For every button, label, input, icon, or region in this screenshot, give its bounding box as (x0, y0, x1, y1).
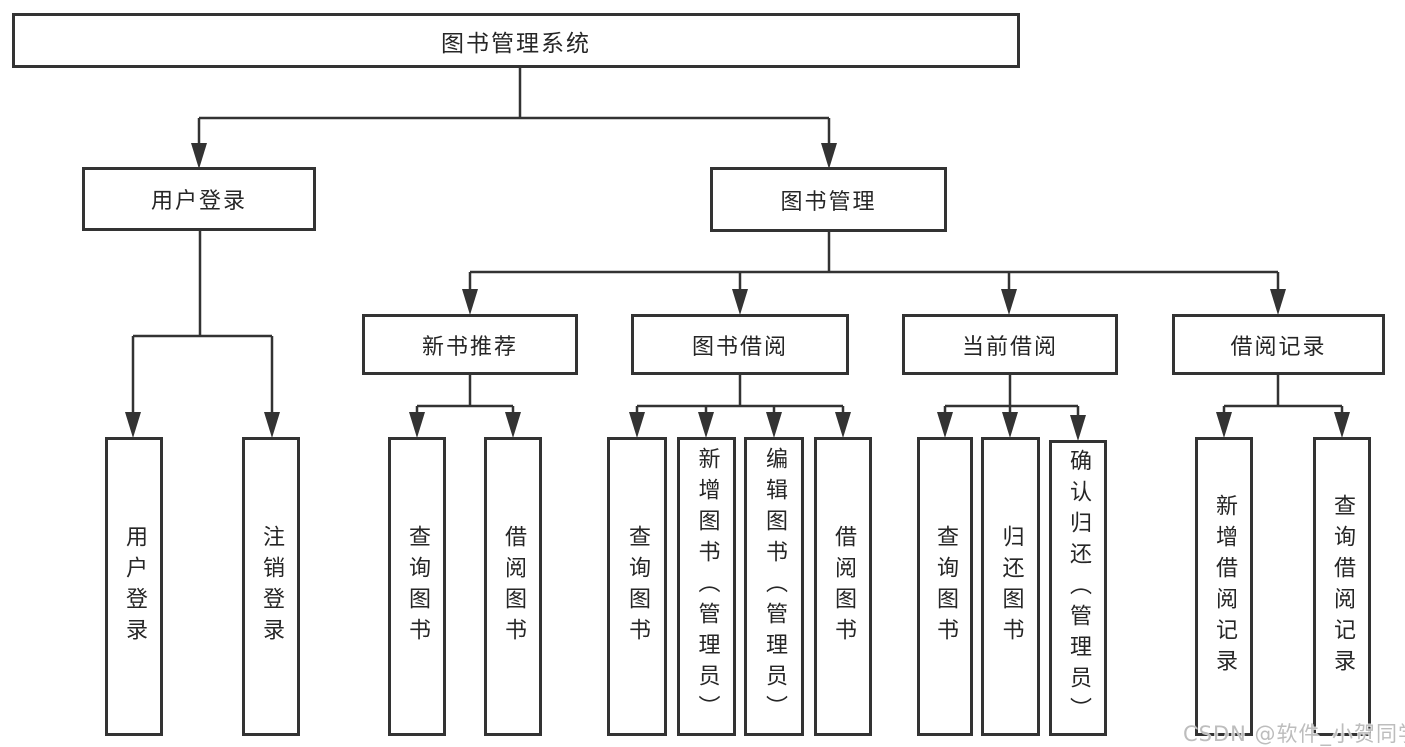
node-book-management-label: 图书管理 (780, 189, 877, 215)
leaf-borrow-book-recommend-label: 借阅图书 (501, 524, 526, 649)
leaf-query-book-current-label: 查询图书 (933, 524, 958, 649)
node-borrow-records: 借阅记录 (1172, 314, 1385, 375)
node-current-borrow-label: 当前借阅 (961, 334, 1058, 360)
node-new-book-recommend: 新书推荐 (362, 314, 578, 375)
leaf-return-book: 归还图书 (981, 437, 1040, 736)
leaf-return-book-label: 归还图书 (998, 524, 1024, 649)
leaf-query-book-current: 查询图书 (917, 437, 973, 736)
leaf-query-borrow-record: 查询借阅记录 (1313, 437, 1371, 736)
leaf-add-borrow-record-label: 新增借阅记录 (1212, 493, 1237, 680)
leaf-logout-label: 注销登录 (259, 524, 284, 649)
leaf-confirm-return-admin-label: 确认归还（管理员） (1066, 448, 1091, 728)
leaf-query-book-borrow: 查询图书 (607, 437, 667, 736)
leaf-borrow-book: 借阅图书 (814, 437, 872, 736)
arrowhead-icons (125, 143, 1350, 441)
leaf-query-borrow-record-label: 查询借阅记录 (1330, 493, 1355, 680)
leaf-query-book-recommend-label: 查询图书 (405, 524, 430, 649)
leaf-add-book-admin-label: 新增图书（管理员） (694, 447, 720, 726)
leaf-logout: 注销登录 (242, 437, 300, 736)
leaf-user-login-label: 用户登录 (122, 524, 147, 649)
leaf-borrow-book-label: 借阅图书 (831, 524, 856, 649)
node-root-label: 图书管理系统 (441, 30, 591, 57)
leaf-query-book-recommend: 查询图书 (388, 437, 446, 736)
node-user-login-label: 用户登录 (150, 189, 247, 214)
node-book-borrow-label: 图书借阅 (691, 334, 788, 360)
node-book-borrow: 图书借阅 (631, 314, 849, 375)
node-user-login: 用户登录 (82, 167, 316, 231)
leaf-add-book-admin: 新增图书（管理员） (677, 437, 736, 736)
leaf-borrow-book-recommend: 借阅图书 (484, 437, 542, 736)
leaf-edit-book-admin: 编辑图书（管理员） (744, 437, 804, 736)
leaf-edit-book-admin-label: 编辑图书（管理员） (762, 447, 787, 726)
csdn-watermark: CSDN @软件_小贺同学 (1183, 722, 1405, 746)
node-current-borrow: 当前借阅 (902, 314, 1118, 375)
node-root: 图书管理系统 (12, 13, 1020, 68)
node-book-management: 图书管理 (710, 167, 947, 232)
leaf-confirm-return-admin: 确认归还（管理员） (1049, 440, 1107, 736)
connector-paths (131, 68, 1344, 422)
leaf-query-book-borrow-label: 查询图书 (625, 524, 650, 649)
leaf-add-borrow-record: 新增借阅记录 (1195, 437, 1253, 736)
leaf-user-login: 用户登录 (105, 437, 163, 736)
node-new-book-recommend-label: 新书推荐 (421, 334, 518, 360)
node-borrow-records-label: 借阅记录 (1230, 334, 1327, 360)
